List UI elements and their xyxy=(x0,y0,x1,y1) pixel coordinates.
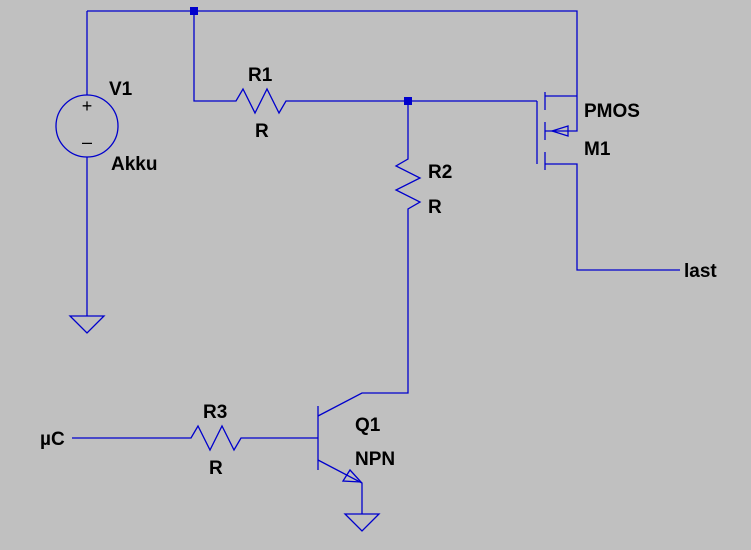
wire-emitter-ground xyxy=(317,459,363,514)
r1-ref-label: R1 xyxy=(248,65,273,86)
v1-minus-sign: – xyxy=(82,132,92,152)
r2-ref-label: R2 xyxy=(428,162,452,183)
q1-ref-label: Q1 xyxy=(355,415,381,436)
wires xyxy=(72,10,680,514)
v1-ref-label: V1 xyxy=(109,79,133,100)
v1-value-label: Akku xyxy=(111,154,157,175)
r3-value-label: R xyxy=(209,458,223,479)
v1-plus-sign: + xyxy=(82,96,93,116)
npn-transistor-q1 xyxy=(310,406,363,483)
resistor-r3 xyxy=(185,424,247,452)
q1-value-label: NPN xyxy=(355,449,395,470)
junction-top xyxy=(190,7,198,15)
ground-q1-icon xyxy=(343,513,381,532)
wire-drain-to-load xyxy=(545,163,680,271)
wire-top-rail xyxy=(87,10,578,96)
r1-value-label: R xyxy=(255,121,269,142)
wire-to-r1 xyxy=(193,11,230,102)
m1-ref-label: M1 xyxy=(584,139,611,160)
resistor-r1 xyxy=(230,87,292,115)
resistor-r2 xyxy=(394,153,422,215)
junction-gate xyxy=(404,97,412,105)
net-label-input: µC xyxy=(40,429,65,450)
ground-v1-icon xyxy=(68,315,106,334)
voltage-source-v1: + – xyxy=(55,94,119,158)
net-label-load: last xyxy=(684,261,717,282)
wire-r2-to-collector xyxy=(317,215,409,417)
r2-value-label: R xyxy=(428,197,442,218)
m1-value-label: PMOS xyxy=(584,101,640,122)
r3-ref-label: R3 xyxy=(203,402,227,423)
pmos-transistor-m1 xyxy=(536,92,578,170)
